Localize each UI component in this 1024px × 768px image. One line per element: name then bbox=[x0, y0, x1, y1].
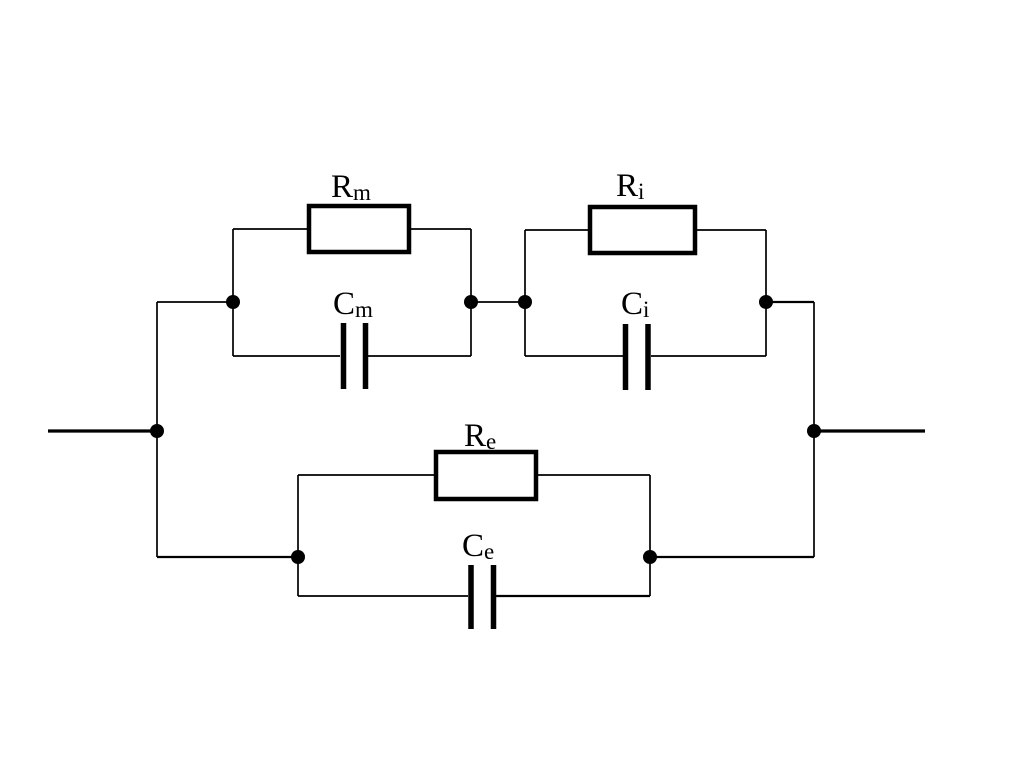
resistor-re-label: Re bbox=[464, 418, 496, 454]
resistor-rm-symbol: R bbox=[331, 169, 353, 205]
rc-parallel-ri-ci: Ri Ci bbox=[524, 168, 767, 390]
capacitor-ci-subscript: i bbox=[643, 297, 649, 322]
resistor-re bbox=[433, 449, 539, 502]
junction-node-left-input bbox=[150, 424, 164, 438]
capacitor-ce-symbol: C bbox=[462, 528, 484, 564]
junction-node-rmcm-left bbox=[226, 295, 240, 309]
resistor-rm-subscript: m bbox=[353, 180, 371, 205]
junction-node-rece-right bbox=[643, 550, 657, 564]
left-branch-wires bbox=[156, 301, 298, 559]
junction-node-rece-left bbox=[291, 550, 305, 564]
capacitor-cm bbox=[340, 323, 369, 389]
capacitor-cm-label: Cm bbox=[333, 286, 373, 322]
resistor-ri bbox=[587, 204, 698, 256]
rc-parallel-rm-cm: Rm Cm bbox=[232, 169, 472, 389]
resistor-re-subscript: e bbox=[486, 429, 496, 454]
capacitor-ci-label: Ci bbox=[621, 286, 649, 322]
resistor-ri-subscript: i bbox=[638, 179, 644, 204]
resistor-ri-label: Ri bbox=[616, 168, 644, 204]
junction-node-rici-left bbox=[518, 295, 532, 309]
resistor-rm-label: Rm bbox=[331, 169, 371, 205]
junction-node-right-input bbox=[807, 424, 821, 438]
junction-node-rici-right bbox=[759, 295, 773, 309]
right-branch-wires bbox=[650, 300, 815, 559]
capacitor-ci-symbol: C bbox=[621, 286, 643, 322]
resistor-rm bbox=[306, 203, 412, 255]
capacitor-cm-subscript: m bbox=[355, 297, 373, 322]
capacitor-cm-symbol: C bbox=[333, 286, 355, 322]
junction-node-rmcm-right bbox=[464, 295, 478, 309]
rc-parallel-re-ce: Re Ce bbox=[297, 418, 651, 629]
capacitor-ce-label: Ce bbox=[462, 528, 494, 564]
resistor-ri-symbol: R bbox=[616, 168, 638, 204]
capacitor-ce bbox=[468, 565, 497, 629]
capacitor-ci bbox=[622, 324, 651, 390]
junction-nodes bbox=[150, 295, 821, 564]
capacitor-ce-subscript: e bbox=[484, 539, 494, 564]
resistor-re-symbol: R bbox=[464, 418, 486, 454]
